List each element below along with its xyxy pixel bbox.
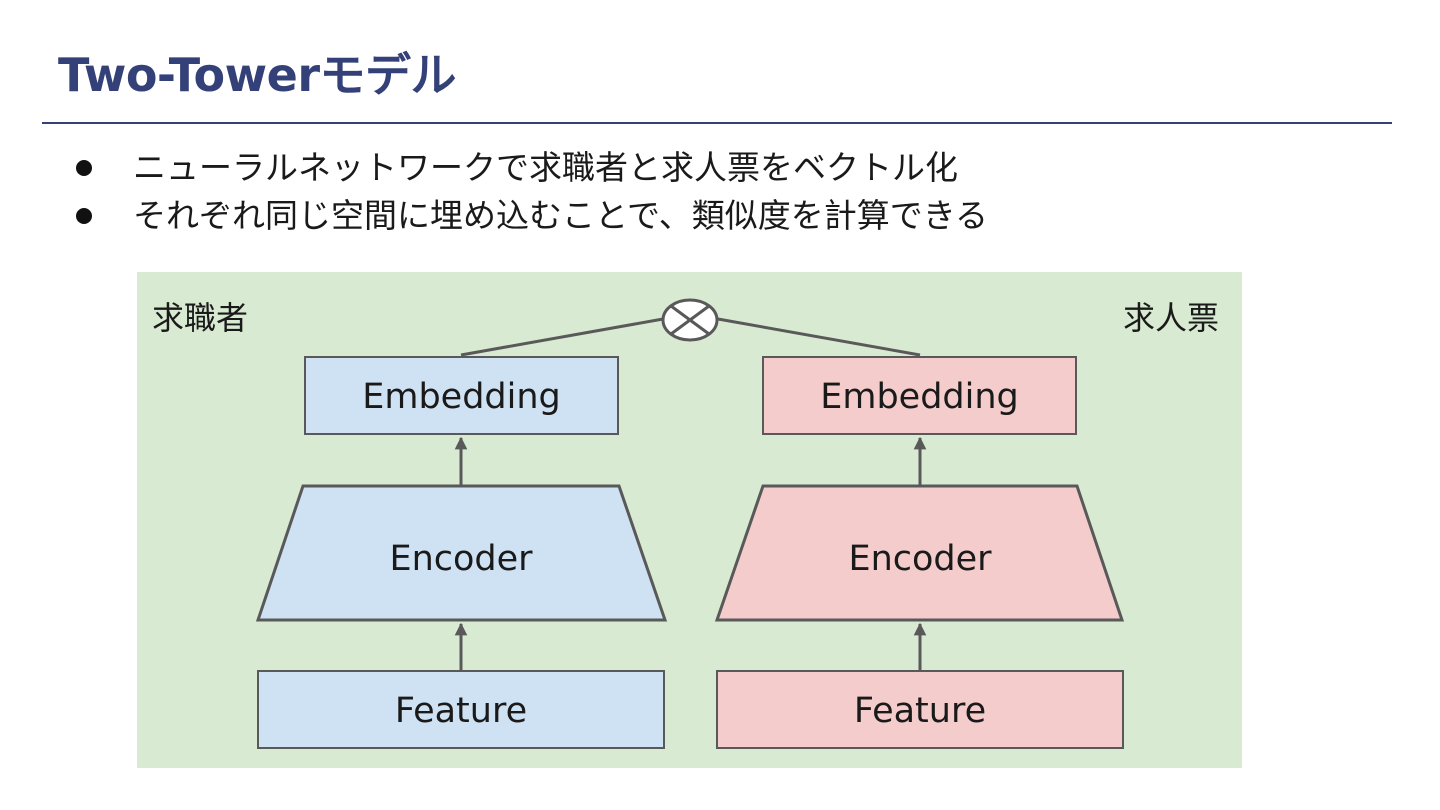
left-feature-box (257, 670, 665, 749)
bullet-text: ニューラルネットワークで求職者と求人票をベクトル化 (133, 148, 958, 187)
bullet-item: ニューラルネットワークで求職者と求人票をベクトル化 (72, 144, 988, 192)
left-encoder-label: Encoder (389, 539, 533, 579)
bullet-dot-icon (76, 208, 92, 224)
left-tower-label: 求職者 (152, 299, 248, 337)
left-feature-label: Feature (395, 691, 527, 731)
left-embedding-box (304, 356, 619, 435)
bullet-item: それぞれ同じ空間に埋め込むことで、類似度を計算できる (72, 192, 988, 240)
diagram-canvas: 求職者 求人票 Embedding Encoder Feature Embedd… (137, 272, 1242, 768)
bullet-dot-icon (76, 160, 92, 176)
right-tower-label: 求人票 (1123, 299, 1219, 337)
right-embedding-label: Embedding (820, 377, 1019, 417)
right-feature-label: Feature (854, 691, 986, 731)
right-embedding-box (762, 356, 1077, 435)
title-divider (42, 122, 1392, 124)
right-connector-line (717, 317, 921, 357)
right-encoder-trapezoid (714, 484, 1125, 622)
left-encoder-trapezoid (255, 484, 668, 622)
two-tower-diagram: 求職者 求人票 Embedding Encoder Feature Embedd… (137, 272, 1242, 768)
circled-times-icon (661, 298, 719, 342)
bullet-list: ニューラルネットワークで求職者と求人票をベクトル化 それぞれ同じ空間に埋め込むこ… (72, 144, 988, 240)
bullet-text: それぞれ同じ空間に埋め込むことで、類似度を計算できる (133, 196, 989, 235)
right-feature-box (716, 670, 1124, 749)
right-encoder-label: Encoder (848, 539, 992, 579)
left-connector-line (460, 317, 664, 357)
left-embedding-label: Embedding (362, 377, 561, 417)
slide-title: Two-Towerモデル (58, 48, 457, 102)
